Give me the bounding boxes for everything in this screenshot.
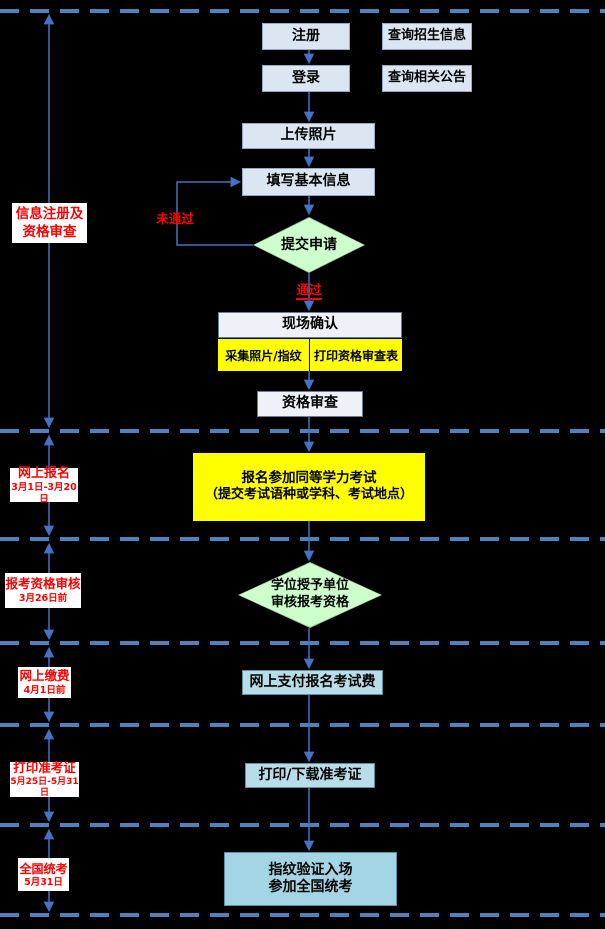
node-pay-exam-fee: 网上支付报名考试费 [242, 670, 383, 695]
edge-label-passed: 通过 [293, 281, 325, 300]
node-print-qualification-form: 打印资格审查表 [313, 348, 398, 363]
node-collect-photo-fingerprint: 采集照片/指纹 [218, 339, 310, 371]
node-upload-photo: 上传照片 [242, 123, 375, 149]
node-qualification-review-label: 资格审查 [282, 395, 338, 412]
stage-label-online-signup: 网上报名 3月1日-3月20日 [10, 465, 78, 505]
node-login: 登录 [262, 65, 350, 92]
node-login-label: 登录 [292, 69, 320, 86]
node-qualification-review: 资格审查 [257, 391, 363, 417]
node-onsite-tasks: 采集照片/指纹 打印资格审查表 [218, 339, 402, 371]
node-register: 注册 [262, 23, 350, 50]
node-query-admission-info: 查询招生信息 [382, 23, 472, 50]
node-query-notices: 查询相关公告 [382, 65, 472, 92]
node-upload-photo-label: 上传照片 [280, 127, 337, 144]
decision-unit-review: 学位授予单位 审核报考资格 [238, 562, 382, 628]
node-fill-basic-info-label: 填写基本信息 [266, 173, 351, 190]
stage-label-registration-review: 信息注册及 资格审查 [12, 203, 87, 243]
node-query-notices-label: 查询相关公告 [387, 70, 466, 86]
stage-label-print-ticket: 打印准考证 5月25日-5月31日 [10, 760, 79, 798]
stage-label-qualification-check: 报考资格审核 3月26日前 [5, 573, 81, 608]
node-exam-signup-line2: （提交考试语种或学科、考试地点） [204, 487, 413, 503]
node-print-admission-ticket: 打印/下载准考证 [245, 763, 375, 788]
node-national-exam: 指纹验证入场 参加全国统考 [224, 852, 397, 906]
feedback-not-passed-connector [176, 176, 253, 246]
node-national-exam-line1: 指纹验证入场 [268, 861, 353, 878]
node-register-label: 注册 [292, 27, 320, 44]
stage-label-online-payment: 网上缴费 4月1日前 [18, 667, 71, 698]
decision-submit-application-label: 提交申请 [254, 218, 364, 272]
node-national-exam-line2: 参加全国统考 [268, 879, 353, 895]
node-onsite-confirmation: 现场确认 [218, 312, 402, 338]
node-exam-signup: 报名参加同等学力考试 （提交考试语种或学科、考试地点） [193, 453, 425, 521]
edge-label-not-passed: 未通过 [156, 210, 194, 226]
node-print-admission-ticket-label: 打印/下载准考证 [258, 766, 362, 783]
node-exam-signup-line1: 报名参加同等学力考试 [241, 470, 377, 487]
node-pay-exam-fee-label: 网上支付报名考试费 [249, 673, 376, 690]
stage-label-national-exam: 全国统考 5月31日 [18, 858, 69, 891]
decision-submit-application: 提交申请 [253, 217, 365, 273]
node-onsite-confirmation-label: 现场确认 [282, 316, 338, 333]
node-query-admission-info-label: 查询招生信息 [387, 28, 466, 44]
decision-unit-review-label: 学位授予单位 审核报考资格 [239, 563, 381, 627]
node-fill-basic-info: 填写基本信息 [242, 168, 375, 196]
